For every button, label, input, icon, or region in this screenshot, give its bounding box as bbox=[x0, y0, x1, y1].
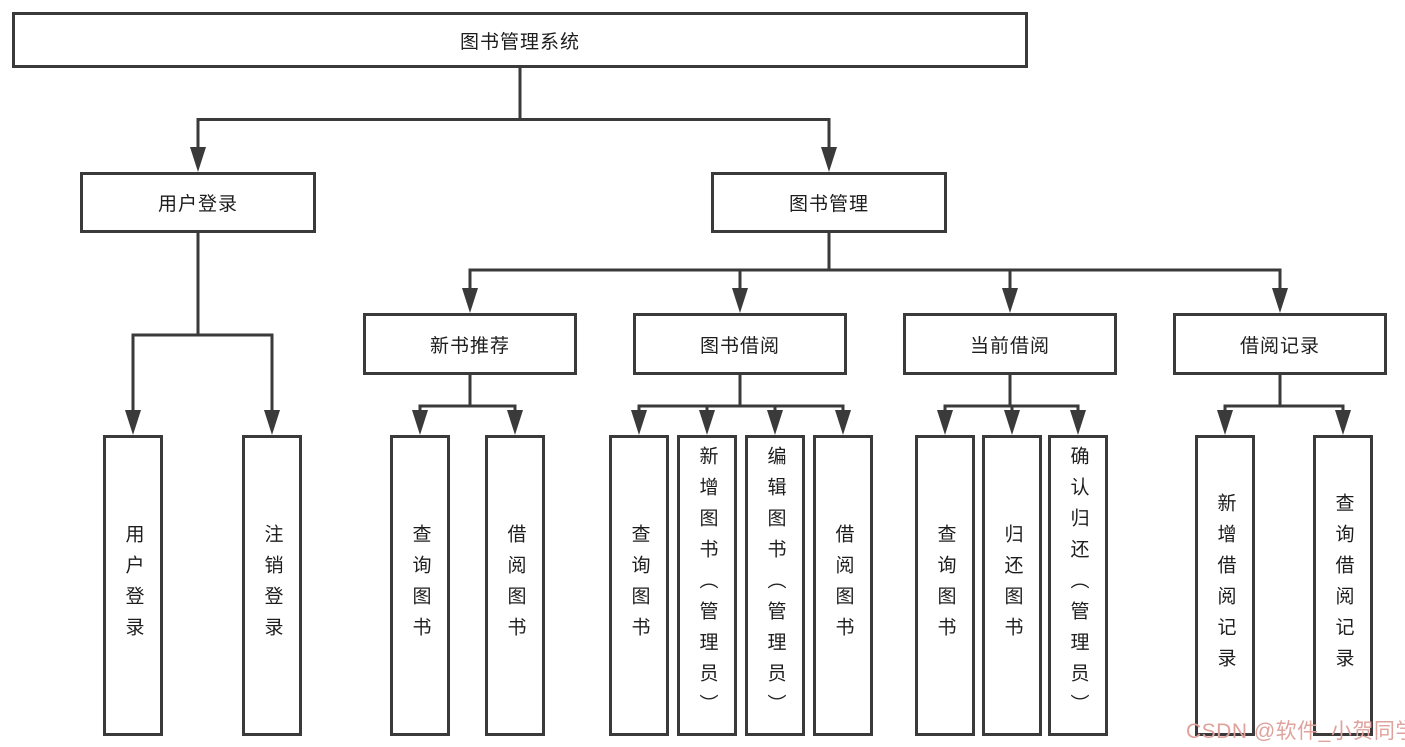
leaf-confirm-return-admin: 确认归还（管理员） bbox=[1048, 435, 1108, 736]
node-library-management-system: 图书管理系统 bbox=[12, 12, 1028, 68]
node-current-borrowing: 当前借阅 bbox=[903, 313, 1117, 375]
connector-current-borrowing-branch bbox=[937, 375, 1086, 435]
node-label: 用户登录 bbox=[122, 523, 144, 648]
node-label: 编辑图书（管理员） bbox=[764, 446, 786, 725]
node-user-login: 用户登录 bbox=[80, 172, 316, 233]
node-label: 图书借阅 bbox=[699, 335, 780, 357]
node-label: 当前借阅 bbox=[969, 335, 1050, 357]
node-label: 借阅记录 bbox=[1239, 335, 1320, 357]
node-label: 用户登录 bbox=[157, 194, 238, 215]
node-label: 查询借阅记录 bbox=[1332, 492, 1354, 679]
node-label: 新增借阅记录 bbox=[1214, 492, 1236, 679]
leaf-return-books: 归还图书 bbox=[982, 435, 1042, 736]
leaf-search-books-current: 查询图书 bbox=[915, 435, 975, 736]
node-label: 图书管理系统 bbox=[459, 31, 580, 53]
node-label: 确认归还（管理员） bbox=[1067, 446, 1089, 725]
connector-book-borrowing-branch bbox=[631, 375, 851, 435]
leaf-edit-books-admin: 编辑图书（管理员） bbox=[745, 435, 805, 736]
node-label: 新增图书（管理员） bbox=[696, 446, 718, 725]
node-label: 查询图书 bbox=[934, 523, 956, 648]
leaf-search-borrow-record: 查询借阅记录 bbox=[1313, 435, 1373, 736]
leaf-user-login: 用户登录 bbox=[103, 435, 163, 736]
leaf-logout: 注销登录 bbox=[242, 435, 302, 736]
node-label: 注销登录 bbox=[261, 523, 283, 648]
connector-new-book-recommendation-branch bbox=[412, 375, 523, 435]
leaf-borrow-books-borrowing: 借阅图书 bbox=[813, 435, 873, 736]
node-label: 借阅图书 bbox=[504, 523, 526, 648]
leaf-search-books-recommendation: 查询图书 bbox=[390, 435, 450, 736]
leaf-borrow-books-recommendation: 借阅图书 bbox=[485, 435, 545, 736]
connector-book-management-branch bbox=[462, 233, 1288, 313]
connector-user-login-branch bbox=[125, 233, 280, 435]
node-label: 归还图书 bbox=[1001, 523, 1023, 648]
connector-root bbox=[190, 68, 837, 172]
node-book-management: 图书管理 bbox=[711, 172, 947, 233]
node-label: 查询图书 bbox=[628, 523, 650, 648]
node-label: 借阅图书 bbox=[832, 523, 854, 648]
leaf-add-borrow-record: 新增借阅记录 bbox=[1195, 435, 1255, 736]
node-book-borrowing: 图书借阅 bbox=[633, 313, 847, 375]
leaf-search-books-borrowing: 查询图书 bbox=[609, 435, 669, 736]
leaf-add-books-admin: 新增图书（管理员） bbox=[677, 435, 737, 736]
connector-borrowing-records-branch bbox=[1217, 375, 1351, 435]
node-label: 查询图书 bbox=[409, 523, 431, 648]
node-borrowing-records: 借阅记录 bbox=[1173, 313, 1387, 375]
node-label: 新书推荐 bbox=[429, 335, 510, 357]
node-label: 图书管理 bbox=[788, 194, 869, 215]
node-new-book-recommendation: 新书推荐 bbox=[363, 313, 577, 375]
